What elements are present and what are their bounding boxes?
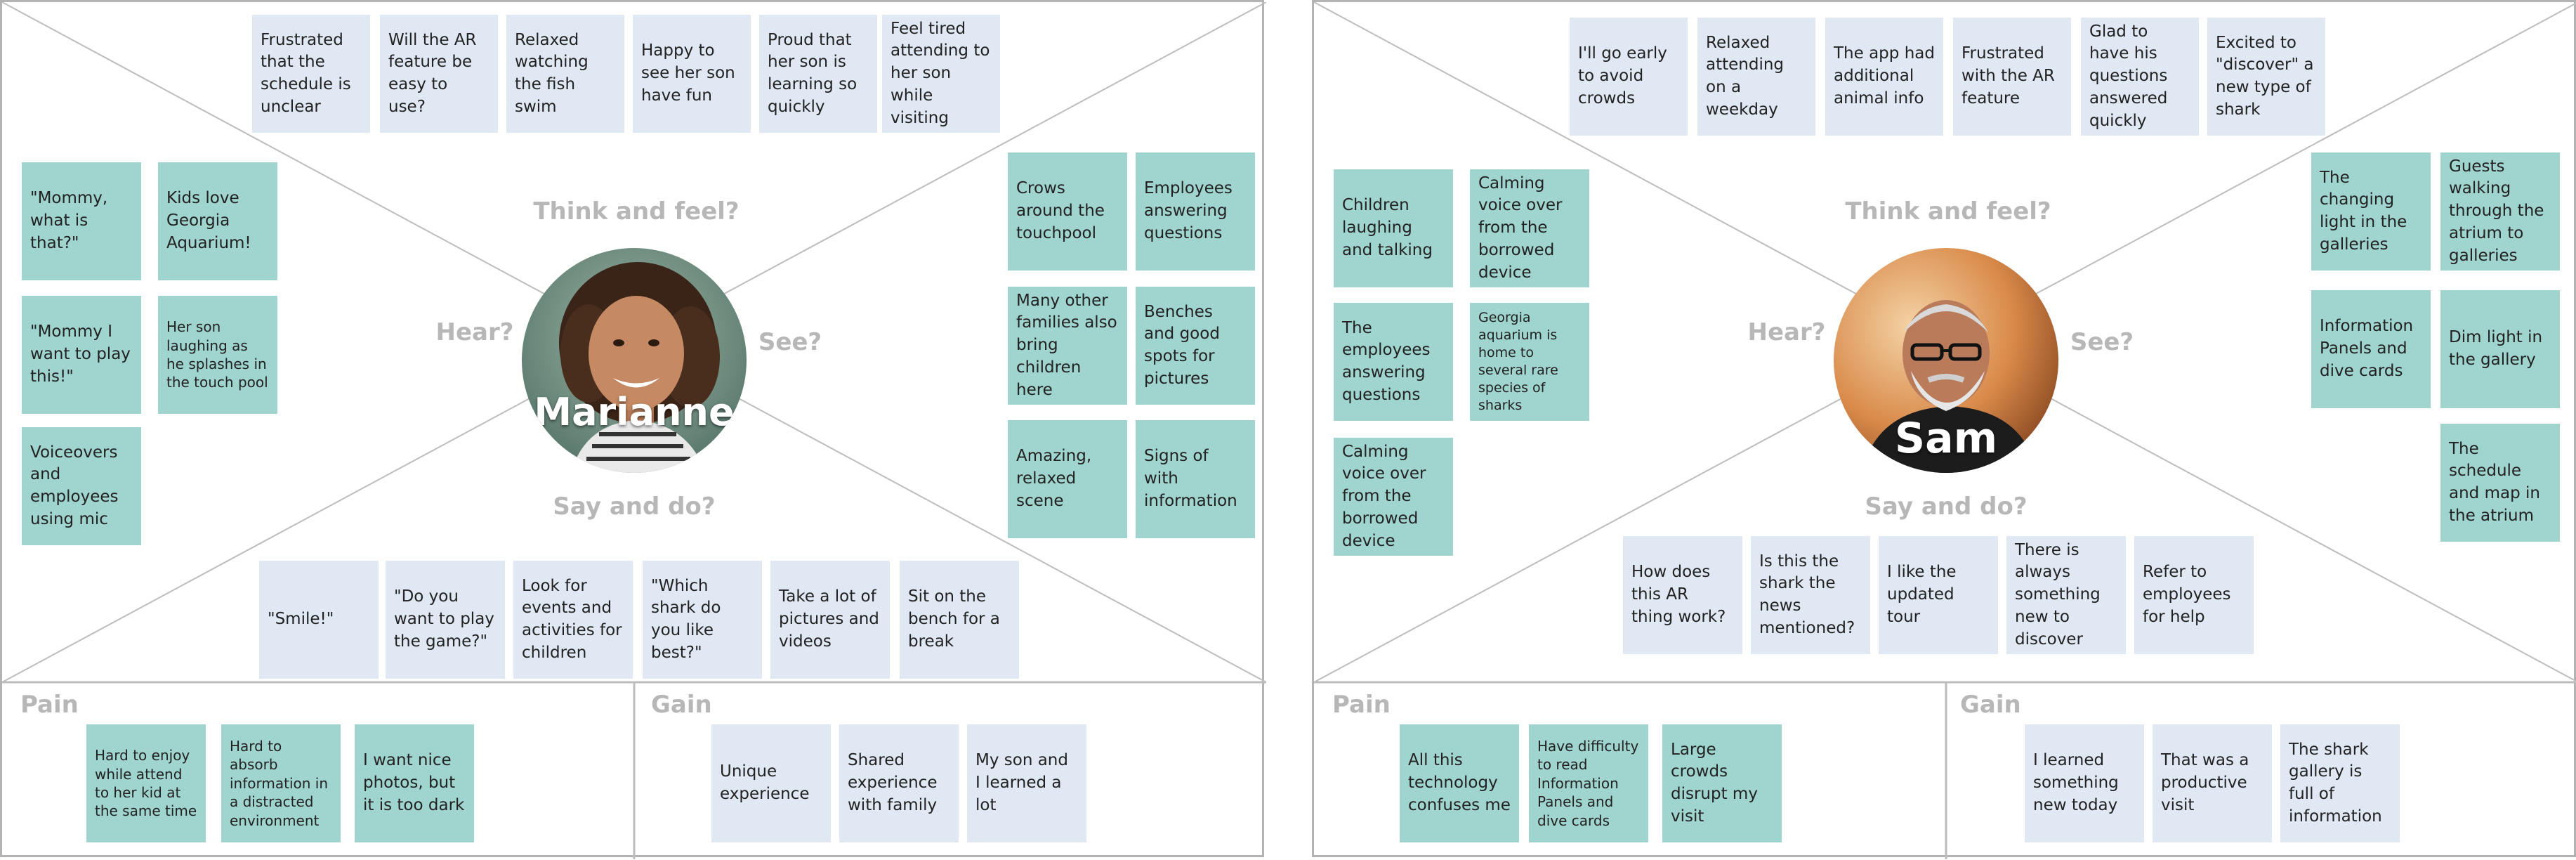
- gain-note: My son and I learned a lot: [967, 724, 1086, 842]
- say-note: "Do you want to play the game?": [386, 561, 505, 679]
- say-note: There is always something new to discove…: [2006, 536, 2126, 654]
- see-label: See?: [758, 328, 822, 356]
- see-note: Employees answering questions: [1136, 152, 1255, 271]
- say-note: Refer to employees for help: [2134, 536, 2254, 654]
- persona-name-sam: Sam: [1894, 414, 1998, 463]
- say-do-label: Say and do?: [1865, 493, 2028, 521]
- hear-note: The employees answering questions: [1334, 303, 1453, 421]
- hear-note: Voiceovers and employees using mic: [22, 427, 141, 545]
- persona-name-marianne: Marianne: [534, 390, 735, 434]
- hear-note: Georgia aquarium is home to several rare…: [1470, 303, 1589, 421]
- pain-note: I want nice photos, but it is too dark: [355, 724, 474, 842]
- say-note: "Smile!": [259, 561, 379, 679]
- empathy-map-sam: Think and feel? Hear? See? Say and do? P…: [1312, 0, 2576, 859]
- say-note: Take a lot of pictures and videos: [770, 561, 890, 679]
- think-note: Will the AR feature be easy to use?: [380, 15, 498, 133]
- see-note: The schedule and map in the atrium: [2440, 424, 2560, 542]
- hear-note: Children laughing and talking: [1334, 169, 1453, 287]
- hear-note: Kids love Georgia Aquarium!: [158, 162, 277, 280]
- gain-label: Gain: [1960, 691, 2021, 719]
- say-note: How does this AR thing work?: [1623, 536, 1742, 654]
- hear-note: "Mommy I want to play this!": [22, 296, 141, 414]
- say-note: I like the updated tour: [1879, 536, 1998, 654]
- think-note: Proud that her son is learning so quickl…: [759, 15, 877, 133]
- hear-note: "Mommy, what is that?": [22, 162, 141, 280]
- see-note: Information Panels and dive cards: [2311, 290, 2431, 408]
- think-feel-label: Think and feel?: [1845, 197, 2051, 226]
- think-note: The app had additional animal info: [1825, 18, 1943, 136]
- see-label: See?: [2070, 328, 2134, 356]
- say-do-label: Say and do?: [553, 493, 716, 521]
- think-note: Frustrated that the schedule is unclear: [252, 15, 370, 133]
- think-note: Happy to see her son have fun: [633, 15, 751, 133]
- see-note: Many other families also bring children …: [1008, 287, 1127, 405]
- think-note: Frustrated with the AR feature: [1953, 18, 2071, 136]
- pain-label: Pain: [1332, 691, 1391, 719]
- think-note: Feel tired attending to her son while vi…: [882, 15, 1000, 133]
- pain-label: Pain: [20, 691, 79, 719]
- see-note: Crows around the touchpool: [1008, 152, 1127, 271]
- say-note: Is this the shark the news mentioned?: [1751, 536, 1870, 654]
- persona-avatar-sam: Sam: [1834, 248, 2058, 473]
- man-portrait-icon: [1834, 248, 2058, 473]
- think-note: I'll go early to avoid crowds: [1570, 18, 1688, 136]
- think-note: Relaxed attending on a weekday: [1697, 18, 1815, 136]
- see-note: Signs of with information: [1136, 420, 1255, 538]
- gain-note: I learned something new today: [2025, 724, 2144, 842]
- see-note: The changing light in the galleries: [2311, 152, 2431, 271]
- pain-note: Large crowds disrupt my visit: [1662, 724, 1782, 842]
- empathy-map-marianne: Think and feel? Hear? See? Say and do? P…: [0, 0, 1266, 859]
- gain-label: Gain: [651, 691, 712, 719]
- hear-note: Her son laughing as he splashes in the t…: [158, 296, 277, 414]
- say-note: "Which shark do you like best?": [643, 561, 762, 679]
- hear-note: Calming voice over from the borrowed dev…: [1334, 438, 1453, 556]
- pain-note: Hard to enjoy while attend to her kid at…: [86, 724, 206, 842]
- persona-avatar-marianne: Marianne: [522, 248, 747, 473]
- see-note: Guests walking through the atrium to gal…: [2440, 152, 2560, 271]
- say-note: Sit on the bench for a break: [900, 561, 1019, 679]
- think-note: Relaxed watching the fish swim: [506, 15, 624, 133]
- think-note: Excited to "discover" a new type of shar…: [2207, 18, 2325, 136]
- pain-note: All this technology confuses me: [1400, 724, 1519, 842]
- hear-note: Calming voice over from the borrowed dev…: [1470, 169, 1589, 287]
- pain-note: Hard to absorb information in a distract…: [221, 724, 341, 842]
- see-note: Benches and good spots for pictures: [1136, 287, 1255, 405]
- see-note: Dim light in the gallery: [2440, 290, 2560, 408]
- pain-note: Have difficulty to read Information Pane…: [1529, 724, 1648, 842]
- see-note: Amazing, relaxed scene: [1008, 420, 1127, 538]
- gain-note: The shark gallery is full of information: [2280, 724, 2400, 842]
- hear-label: Hear?: [1747, 318, 1826, 346]
- think-feel-label: Think and feel?: [533, 197, 740, 226]
- hear-label: Hear?: [435, 318, 514, 346]
- think-note: Glad to have his questions answered quic…: [2081, 18, 2199, 136]
- gain-note: That was a productive visit: [2153, 724, 2272, 842]
- gain-note: Unique experience: [711, 724, 831, 842]
- gain-note: Shared experience with family: [839, 724, 959, 842]
- woman-portrait-icon: [522, 248, 747, 473]
- say-note: Look for events and activities for child…: [513, 561, 633, 679]
